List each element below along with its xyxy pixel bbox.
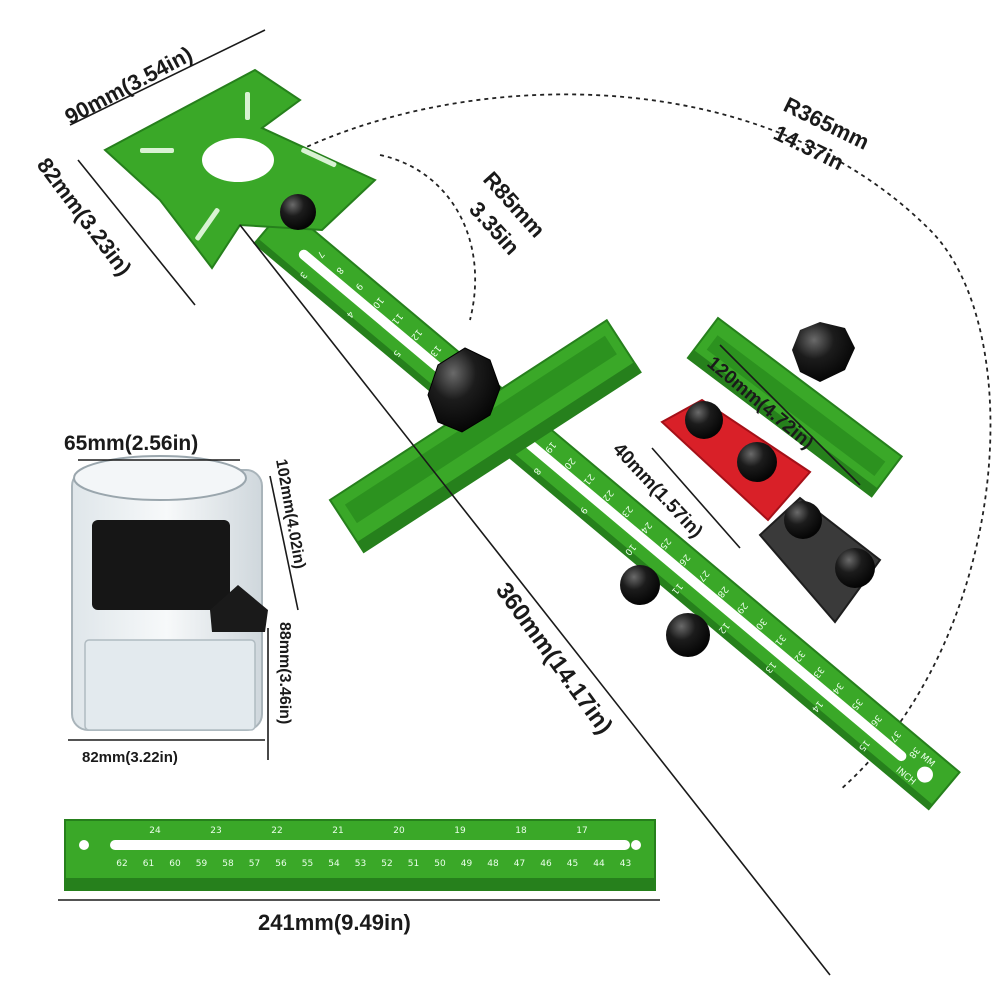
- bar-top-label: 17: [576, 826, 587, 836]
- bar-bottom-label: 49: [461, 859, 473, 869]
- rail-inch-label: 5: [391, 348, 402, 359]
- bar-bottom-label: 43: [620, 859, 631, 869]
- plate-center-hole: [202, 138, 274, 182]
- short-guide-rail: [686, 316, 904, 498]
- red-slider-block: [660, 398, 812, 522]
- bar-bottom-label: 56: [275, 859, 287, 869]
- rail-mm-label: 8: [333, 265, 345, 276]
- bar-bottom-label: 53: [355, 859, 366, 869]
- dark-block-knob-2[interactable]: [835, 548, 875, 588]
- bar-top-label: 20: [393, 826, 405, 836]
- router-base: [71, 455, 268, 731]
- rail-inch-label: 9: [577, 505, 589, 516]
- bar-bottom-label: 52: [381, 859, 392, 869]
- bottom-bar-bottom-scale: 62 61 60 59 58 57 56 55 54 53 52 51 50 49 48 47 46 45 44 43: [116, 859, 631, 869]
- bar-bottom-label: 46: [540, 859, 552, 869]
- rail-inch-label: 4: [344, 308, 356, 319]
- dark-block-knob-1[interactable]: [784, 501, 822, 539]
- rail-mm-label: 7: [314, 249, 325, 260]
- bar-bottom-label: 48: [487, 859, 499, 869]
- bar-top-label: 22: [271, 826, 282, 836]
- bar-bottom-label: 60: [169, 859, 181, 869]
- red-block-knob-1[interactable]: [685, 401, 723, 439]
- knob-slider-1[interactable]: [620, 565, 660, 605]
- bar-top-label: 23: [210, 826, 221, 836]
- star-knob-large[interactable]: [427, 347, 501, 433]
- label-router-diameter: 65mm(2.56in): [64, 432, 198, 455]
- bar-top-label: 24: [149, 826, 161, 836]
- bar-bottom-label: 58: [222, 859, 234, 869]
- label-router-height-lower: 88mm(3.46in): [276, 622, 293, 724]
- label-rail-length: 360mm(14.17in): [490, 578, 618, 740]
- bar-bottom-label: 44: [593, 859, 605, 869]
- cross-fence: [328, 318, 642, 554]
- bottom-bar: 24 23 22 21 20 19 18 17 62 61 60 59 58 57 56 55 54 53 52 5…: [64, 819, 656, 891]
- bar-bottom-label: 50: [434, 859, 446, 869]
- dimension-lines: [58, 29, 861, 976]
- rail-inch-label: 8: [531, 465, 543, 476]
- router-mount-plate: [103, 68, 377, 270]
- bar-bottom-label: 51: [408, 859, 419, 869]
- star-knob-small[interactable]: [792, 322, 855, 382]
- bar-bottom-label: 61: [143, 859, 154, 869]
- label-plate-height: 82mm(3.23in): [32, 153, 137, 280]
- label-bottom-bar-length: 241mm(9.49in): [258, 910, 411, 935]
- bar-bottom-label: 54: [328, 859, 340, 869]
- red-block-knob-2[interactable]: [737, 442, 777, 482]
- rail-mm-label: 9: [353, 281, 365, 292]
- bar-bottom-label: 45: [567, 859, 578, 869]
- rail-hole: [916, 766, 933, 783]
- outer-radius-arc: [299, 93, 992, 791]
- bar-bottom-label: 47: [514, 859, 525, 869]
- bar-bottom-label: 57: [249, 859, 260, 869]
- bar-bottom-label: 59: [196, 859, 208, 869]
- inner-radius-arc: [379, 154, 477, 321]
- label-router-base-width: 82mm(3.22in): [82, 749, 178, 766]
- bar-bottom-label: 55: [302, 859, 313, 869]
- rail-inch-label: 3: [297, 269, 308, 280]
- bar-top-label: 21: [332, 826, 343, 836]
- knob-top[interactable]: [280, 194, 316, 230]
- bar-top-label: 19: [454, 826, 466, 836]
- bar-top-label: 18: [515, 826, 527, 836]
- knob-slider-2[interactable]: [666, 613, 710, 657]
- dark-slider-block: [758, 496, 882, 624]
- bar-bottom-label: 62: [116, 859, 127, 869]
- bottom-bar-top-scale: 24 23 22 21 20 19 18 17: [149, 826, 587, 836]
